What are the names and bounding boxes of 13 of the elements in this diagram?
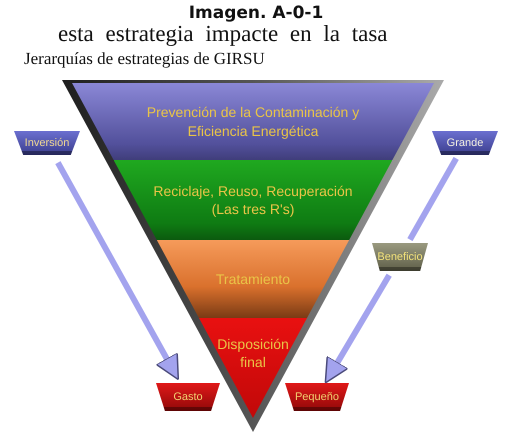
arrow [55,161,180,380]
figure-caption: Jerarquías de estrategias de GIRSU [24,49,265,69]
arrow [324,274,392,384]
side-tag: Pequeño [285,383,349,411]
hierarchy-level: Reciclaje, Reuso, Recuperación (Las tres R's) [114,160,392,240]
hierarchy-level: Tratamiento [156,240,350,318]
side-tag: Inversión [14,131,80,155]
side-tag: Grande [432,131,498,155]
side-tag: Gasto [156,383,220,411]
figure-title: Imagen. A-0-1 [188,3,324,23]
side-tag: Beneficio [372,243,428,271]
hierarchy-level: Prevención de la Contaminación y Eficiencia Energética [72,83,434,160]
overlapping-text: esta estrategia impacte en la tasa [58,21,388,47]
